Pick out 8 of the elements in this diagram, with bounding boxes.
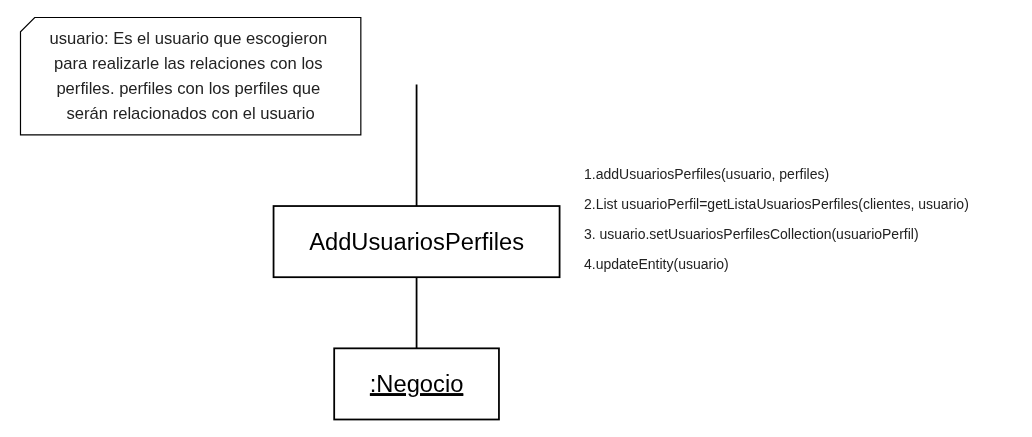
node-box: :Negocio	[333, 347, 500, 421]
message-label: 3. usuario.setUsuariosPerfilesCollection(usuarioPerfil)	[584, 225, 920, 242]
node-box: AddUsuariosPerfiles	[272, 205, 561, 279]
message-label: 1.addUsuariosPerfiles(usuario, perfiles)	[584, 165, 831, 182]
connector	[415, 83, 418, 207]
message-label: 2.List usuarioPerfil=getListaUsuariosPerfiles(clientes, usuario)	[584, 195, 970, 212]
connector	[415, 276, 418, 350]
message-label: 4.updateEntity(usuario)	[584, 255, 730, 272]
